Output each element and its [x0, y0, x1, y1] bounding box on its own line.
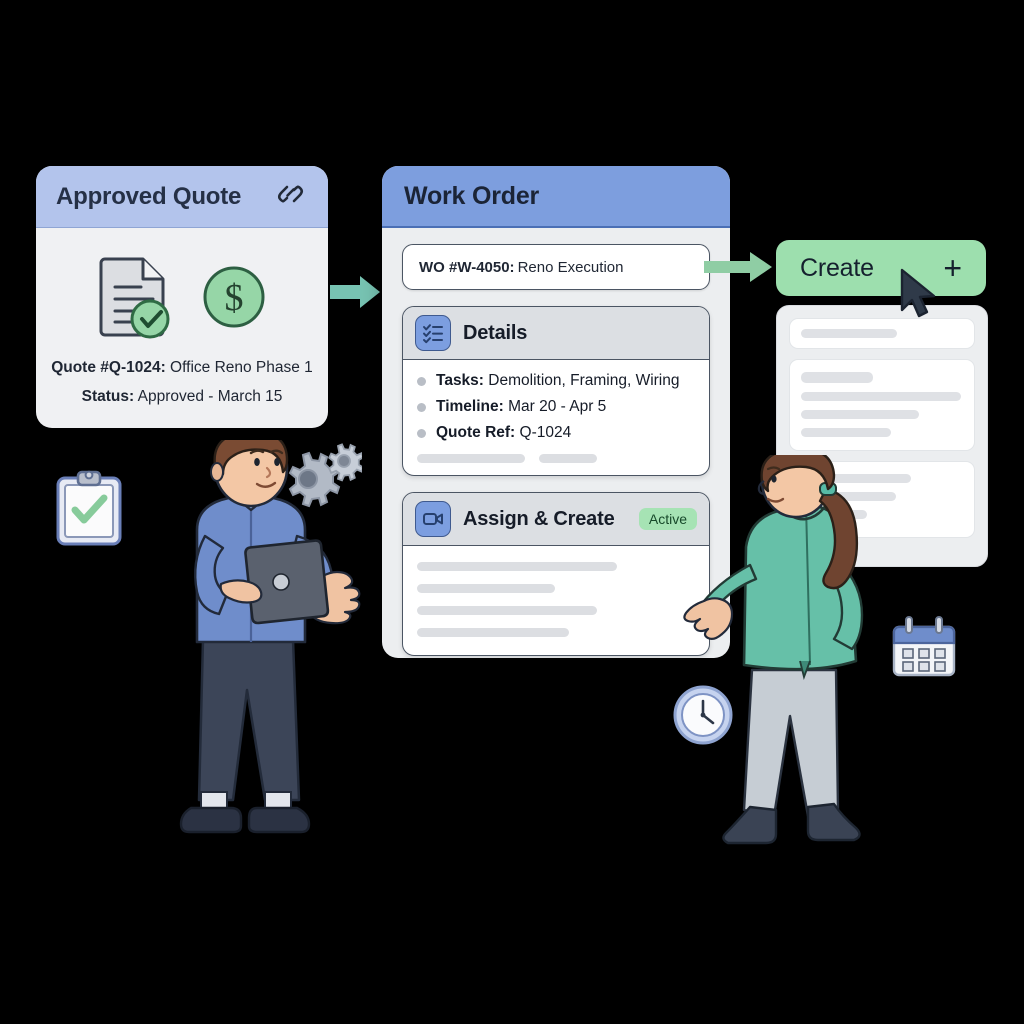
- assign-create-section[interactable]: Assign & Create Active: [402, 492, 710, 656]
- plus-icon: +: [943, 250, 962, 286]
- work-order-id-input[interactable]: WO #W-4050: Reno Execution: [402, 244, 710, 290]
- approved-quote-icons: $: [50, 254, 314, 345]
- bullet-dot-icon: [417, 428, 426, 438]
- detail-quoteref-label: Quote Ref:: [436, 424, 516, 441]
- dollar-circle-icon: $: [201, 264, 267, 335]
- preview-card: [789, 359, 975, 451]
- arrow-workorder-to-create: [704, 248, 780, 291]
- assign-create-section-body: [403, 546, 709, 655]
- quote-id-value: Office Reno Phase 1: [165, 359, 313, 376]
- preview-card: [789, 318, 975, 349]
- person-pointing-illustration: [680, 443, 910, 880]
- calendar-icon: [890, 615, 958, 688]
- clipboard-check-icon: [55, 470, 123, 553]
- create-button[interactable]: Create +: [776, 240, 986, 296]
- checklist-icon: [415, 315, 451, 351]
- link-icon[interactable]: [274, 179, 308, 214]
- detail-bullet-tasks: Tasks: Demolition, Framing, Wiring: [417, 372, 695, 390]
- placeholder-bar: [801, 492, 896, 501]
- approved-quote-card[interactable]: Approved Quote: [36, 166, 328, 428]
- status-badge: Active: [638, 508, 697, 530]
- placeholder-bar: [417, 628, 569, 637]
- work-order-header: Work Order: [382, 166, 730, 228]
- detail-bullet-quote-ref: Quote Ref: Q-1024: [417, 424, 695, 442]
- detail-tasks-label: Tasks:: [436, 372, 484, 389]
- work-order-id-value: Reno Execution: [517, 258, 624, 276]
- assign-create-section-header: Assign & Create Active: [403, 493, 709, 546]
- clock-icon: [672, 684, 734, 751]
- document-check-icon: [97, 254, 175, 345]
- quote-status-value: Approved - March 15: [134, 388, 283, 405]
- detail-timeline-label: Timeline:: [436, 398, 504, 415]
- work-order-id-label: WO #W-4050:: [419, 258, 515, 276]
- gears-icon: [272, 443, 365, 518]
- person-with-tablet-illustration: [125, 428, 375, 885]
- placeholder-bar: [417, 562, 617, 571]
- svg-text:$: $: [225, 277, 244, 319]
- placeholder-bar: [801, 410, 919, 419]
- detail-bullet-timeline: Timeline: Mar 20 - Apr 5: [417, 398, 695, 416]
- placeholder-bar: [801, 372, 873, 383]
- details-placeholder-row: [417, 454, 695, 463]
- approved-quote-header: Approved Quote: [36, 166, 328, 228]
- bullet-dot-icon: [417, 402, 426, 412]
- placeholder-bar: [417, 454, 525, 463]
- work-order-body: WO #W-4050: Reno Execution: [382, 228, 730, 656]
- arrow-quote-to-workorder: [330, 272, 382, 317]
- bullet-dot-icon: [417, 376, 426, 386]
- details-section-title: Details: [463, 321, 528, 344]
- placeholder-bar: [417, 584, 555, 593]
- detail-timeline-value: Mar 20 - Apr 5: [503, 398, 607, 415]
- details-section-header: Details: [403, 307, 709, 360]
- placeholder-bar: [801, 474, 911, 483]
- placeholder-bar: [801, 428, 891, 437]
- work-order-title: Work Order: [404, 181, 540, 210]
- quote-id-line: Quote #Q-1024: Office Reno Phase 1: [50, 359, 314, 377]
- approved-quote-body: $ Quote #Q-1024: Office Reno Phase 1 Sta…: [36, 228, 328, 406]
- detail-tasks-value: Demolition, Framing, Wiring: [483, 372, 680, 389]
- placeholder-bar: [417, 606, 597, 615]
- placeholder-bar: [801, 329, 897, 338]
- video-camera-icon: [415, 501, 451, 537]
- details-section-body: Tasks: Demolition, Framing, Wiring Timel…: [403, 360, 709, 475]
- details-section[interactable]: Details Tasks: Demolition, Framing, Wiri…: [402, 306, 710, 476]
- quote-status-line: Status: Approved - March 15: [50, 388, 314, 406]
- work-order-card[interactable]: Work Order WO #W-4050: Reno Execution: [382, 166, 730, 658]
- mouse-cursor-icon: [898, 268, 942, 327]
- placeholder-bar: [801, 392, 961, 401]
- assign-create-section-title: Assign & Create: [463, 507, 615, 530]
- placeholder-bar: [539, 454, 597, 463]
- quote-id-label: Quote #Q-1024:: [51, 359, 166, 376]
- detail-quoteref-value: Q-1024: [515, 424, 572, 441]
- quote-status-label: Status:: [81, 388, 135, 405]
- approved-quote-title: Approved Quote: [56, 182, 242, 210]
- create-button-label: Create: [800, 253, 874, 282]
